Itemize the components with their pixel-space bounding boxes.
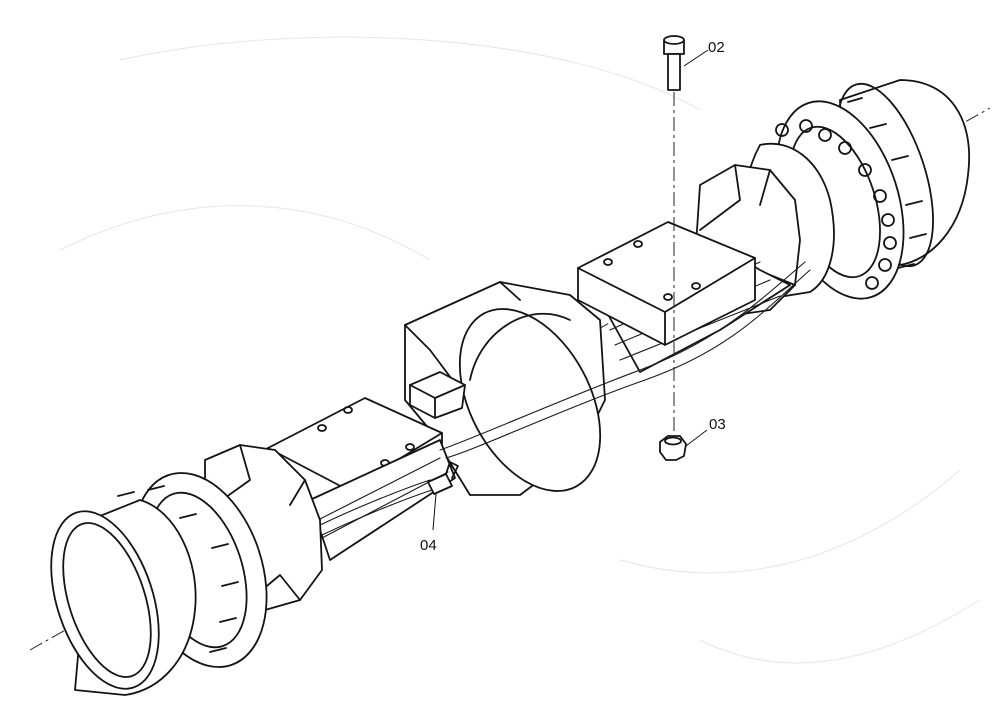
callout-03: 03 [685, 416, 726, 447]
left-wheel-end [50, 444, 323, 696]
right-pad-holes [603, 240, 701, 301]
flange-bolt-holes [775, 119, 897, 290]
callout-02-label: 02 [708, 39, 725, 56]
right-wheel-end [694, 79, 970, 316]
callout-03-label: 03 [709, 416, 726, 433]
bolt-part [663, 35, 685, 434]
callout-04-label: 04 [420, 537, 437, 554]
wheel-studs-left [117, 485, 239, 653]
paper-show-through [59, 36, 981, 664]
callout-04: 04 [420, 493, 437, 554]
fitting-part [427, 461, 459, 495]
wheel-studs-right [847, 97, 927, 269]
axle-housing [267, 221, 811, 561]
callout-02: 02 [683, 39, 725, 67]
nut-part [659, 435, 687, 461]
